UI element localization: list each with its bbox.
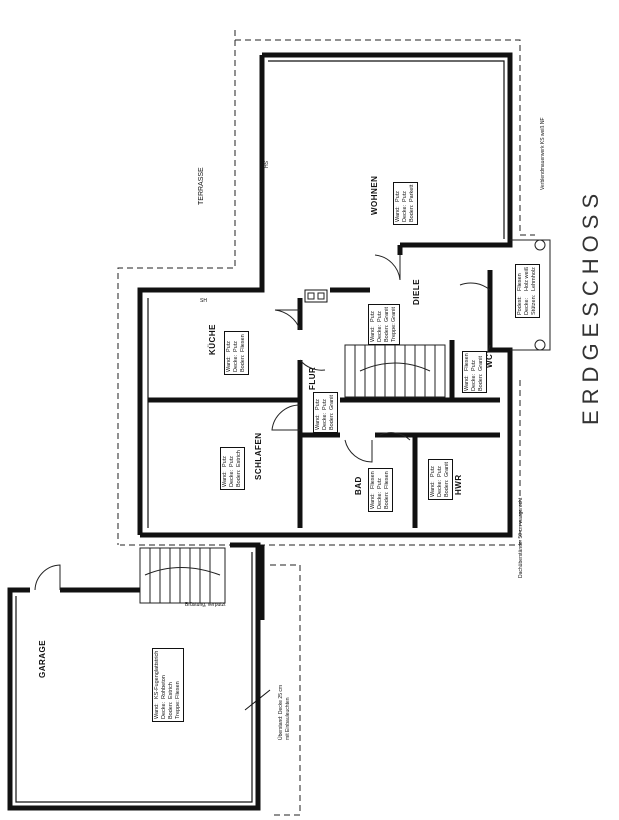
wall-garage-inner	[15, 552, 253, 803]
room-label-hwr: HWR	[454, 474, 463, 495]
porch-outline	[510, 239, 551, 351]
spec-box-flur: Wand:Putz Decke:Putz Boden:Granit	[313, 392, 338, 433]
spec-box-wohnen: Wand:Putz Decke:Putz Boden:Parkett	[393, 181, 418, 225]
spec-box-wc: Wand:Fliesen Decke:Putz Boden:Granit	[462, 351, 487, 393]
wall-wohnen	[262, 52, 513, 248]
roof-outline-garage	[270, 564, 301, 816]
roof-outline-wohnen	[234, 30, 535, 236]
door-flur	[299, 359, 326, 371]
roof-outline-terrasse	[117, 40, 236, 545]
label-ueberstand-2: mit Einbauleuchten	[285, 697, 291, 740]
label-terrasse: TERRASSE	[198, 167, 205, 205]
wall-wohnen-left	[240, 55, 265, 293]
spec-box-hwr: Wand:Putz Decke:Putz Boden:Granit	[428, 459, 453, 500]
label-hs: HS	[264, 161, 270, 168]
room-label-diele: DIELE	[412, 278, 421, 305]
staircase-garage	[139, 547, 226, 604]
door-hwr	[379, 432, 411, 441]
room-label-schlafen: SCHLAFEN	[254, 432, 263, 480]
page-title: ERDGESCHOSS	[578, 187, 603, 425]
label-verblender: Verblendmauerwerk KS weiß NF	[540, 117, 546, 190]
room-label-flur: FLUR	[308, 366, 317, 390]
label-brustung: Brüstung, verputzt	[185, 602, 226, 608]
wall-wohnen-inner	[268, 60, 505, 239]
stair-treads	[354, 345, 436, 397]
overhang-arrow	[244, 689, 271, 711]
chimney-flue-2	[317, 292, 325, 300]
porch-column-1	[534, 239, 546, 251]
door-garage	[34, 564, 61, 591]
spec-box-podest: Podest:Fliesen Decke:Holz weiß Stützen:L…	[515, 263, 540, 318]
label-sh: SH	[200, 298, 207, 304]
wall-garage	[7, 542, 261, 811]
room-label-kueche: KÜCHE	[208, 324, 217, 355]
door-wohnen	[374, 254, 401, 281]
spec-box-bad: Wand:Fliesen Decke:Putz Boden:Fliesen	[368, 468, 393, 512]
label-ueberstand: Überstand: Decke 25 cm	[278, 684, 284, 740]
spec-box-garage: Wand:KS-Fugenglattstrich Decke:Rohbeton …	[152, 647, 184, 722]
door-bad	[344, 439, 373, 463]
spec-box-diele: Wand:Putz Decke:Putz Boden:Granit Treppe…	[368, 304, 400, 345]
door-terrasse	[459, 282, 491, 291]
label-dachueberstaende: Dachüberstände: 50 cm waagerecht	[518, 497, 524, 578]
door-schlafen	[271, 404, 301, 431]
room-label-wohnen: WOHNEN	[370, 175, 379, 215]
room-label-bad: BAD	[354, 476, 363, 495]
wall-left-outer	[137, 287, 240, 535]
door-kueche	[274, 309, 301, 331]
porch-column-2	[534, 339, 546, 351]
wall-right-lower	[487, 270, 513, 400]
wall-bottom	[140, 400, 513, 538]
spec-box-kueche: Wand:Putz Decke:Putz Boden:Fliesen	[224, 331, 249, 375]
spec-box-schlafen: Wand:Putz Decke:Putz Boden:Estrich	[220, 447, 245, 490]
window-marks	[138, 53, 512, 537]
garage-stair-treads	[144, 548, 221, 603]
room-label-garage: GARAGE	[38, 639, 47, 678]
chimney-flue-1	[307, 292, 315, 300]
